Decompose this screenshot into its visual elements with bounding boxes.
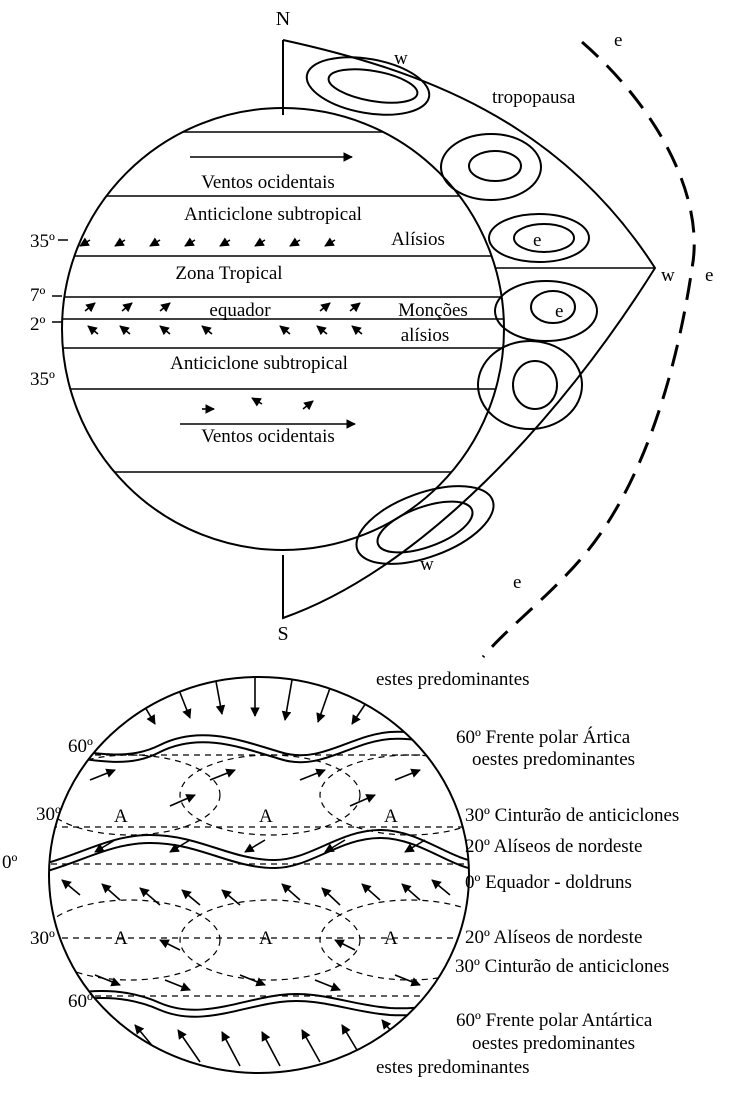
anticyclones-north-label: 30º Cinturão de anticiclones [465,805,679,826]
marker-w-top: w [394,48,408,69]
polar-front-arctic-label: 60º Frente polar Ártica [456,726,631,748]
trades-south-label: 20º Alíseos de nordeste [465,927,642,948]
marker-e-cell-upper: e [533,230,541,251]
easterlies-south-label: estes predominantes [376,1057,530,1078]
lat-60-north-label: 60º [68,736,93,757]
marker-e-top: e [614,30,622,51]
wind-arrows-top [80,157,362,424]
north-pole-label: N [276,8,290,30]
marker-w-bottom: w [420,554,434,575]
lat-2-label: 2º [30,314,46,335]
outer-dashed-boundary [483,42,694,657]
high-pressure-label: A [114,806,128,827]
monsoons-label: Monções [398,300,468,321]
high-pressure-label: A [384,928,398,949]
westerlies-south-label: oestes predominantes [472,1033,635,1054]
high-pressure-label: A [384,806,398,827]
tropical-zone-label: Zona Tropical [175,263,282,284]
marker-w-middle: w [661,265,675,286]
tropopause-boundary [283,40,655,618]
high-pressure-label: A [259,806,273,827]
lat-60-south-label: 60º [68,991,93,1012]
lat-35-south-label: 35º [30,369,55,390]
anticyclone-south-label: Anticiclone subtropical [170,353,348,374]
lat-35-north-label: 35º [30,231,55,252]
easterlies-north-label: estes predominantes [376,669,530,690]
tropopause-label: tropopausa [492,87,576,108]
marker-e-middle: e [705,265,713,286]
westerlies-north-label: oestes predominantes [472,749,635,770]
top-figure: N S Ventos ocidentais Anticiclone subtro… [30,8,713,657]
equator-doldrums-label: 0º Equador - doldruns [465,872,632,893]
marker-e-cell-lower: e [555,301,563,322]
marker-e-bottom: e [513,572,521,593]
westerlies-north-label: Ventos ocidentais [201,172,335,193]
south-pole-label: S [277,623,288,645]
trade-winds-label: Alísios [391,229,445,250]
lat-7-label: 7º [30,285,46,306]
lat-0-label: 0º [2,852,18,873]
equator-label: equador [209,300,271,321]
anticyclones-south-label: 30º Cinturão de anticiclones [455,956,669,977]
globe-disc [49,677,469,1073]
disc-contents [40,675,500,1066]
lat-30-south-label: 30º [30,928,55,949]
high-pressure-label: A [259,928,273,949]
high-pressure-label: A [114,928,128,949]
trades-north-label: 20º Alíseos de nordeste [465,836,642,857]
polar-front-antarctic-label: 60º Frente polar Antártica [456,1010,653,1031]
westerlies-south-label: Ventos ocidentais [201,426,335,447]
bottom-figure: 60º 30º 0º 30º 60º A A A A A A estes pre… [2,669,679,1078]
lat-30-north-label: 30º [36,804,61,825]
latitude-ticks [52,240,68,322]
trade-winds-south-label: alísios [401,325,450,346]
anticyclone-north-label: Anticiclone subtropical [184,204,362,225]
